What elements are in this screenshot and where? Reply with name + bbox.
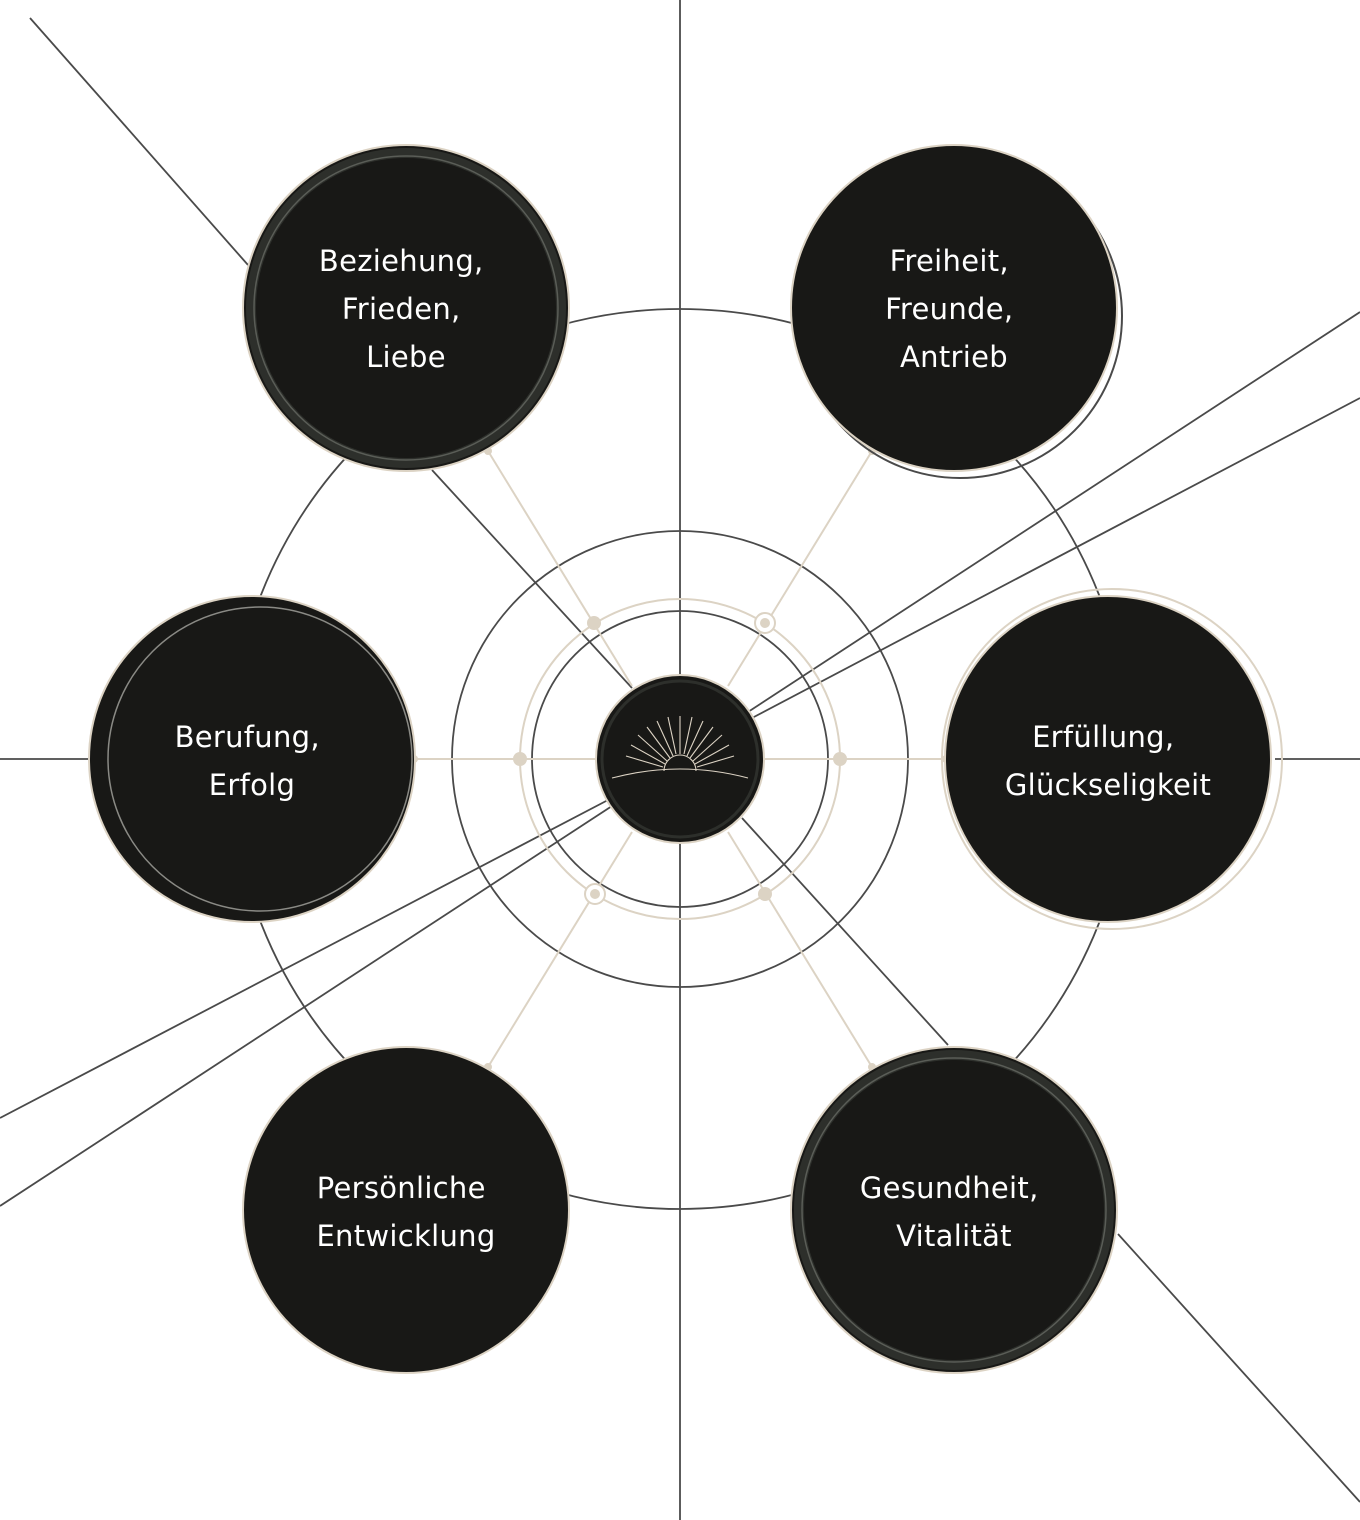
node-label-line: Frieden, (342, 292, 461, 326)
node-label-line: Persönliche (317, 1171, 486, 1205)
center-hub-inner-ring (600, 679, 760, 839)
node-inner-ring (794, 1050, 1114, 1370)
ray-line-right-upper (747, 311, 1360, 713)
node-inner-line (801, 1057, 1107, 1363)
spoke-dot (513, 752, 527, 766)
node-circle (242, 1046, 570, 1374)
center-hub-circle (595, 674, 765, 844)
node-gesundheit[interactable]: Gesundheit, Vitalität (790, 1046, 1118, 1374)
center-hub (595, 674, 765, 844)
node-beziehung[interactable]: Beziehung, Frieden, Liebe (242, 144, 570, 472)
node-circle (242, 144, 570, 472)
spoke-north-west (487, 450, 633, 687)
node-erfuellung[interactable]: Erfüllung, Glückseligkeit (941, 588, 1283, 930)
node-circle (790, 1046, 1118, 1374)
node-inner-line (107, 606, 413, 912)
sunrise-icon (611, 716, 749, 779)
node-offset-ring (941, 588, 1283, 930)
spoke-ring-dot-core (590, 889, 600, 899)
node-label-line: Berufung, (175, 720, 320, 754)
node-label-line: Gesundheit, (860, 1171, 1039, 1205)
ray-line-right-lower (751, 397, 1360, 719)
node-label-line: Antrieb (900, 340, 1008, 374)
node-circle (88, 595, 416, 923)
node-freiheit[interactable]: Freiheit, Freunde, Antrieb (790, 144, 1123, 479)
diagonal-line-center-se (741, 817, 949, 1046)
spoke-dot (587, 616, 601, 630)
ray-line-left-upper (0, 799, 609, 1119)
node-label-line: Erfolg (209, 768, 295, 802)
node-persoenliche-entwicklung[interactable]: Persönliche Entwicklung (242, 1046, 570, 1374)
spoke-south-west (487, 831, 633, 1068)
ray-line-left-lower (0, 805, 613, 1207)
node-label: Berufung, Erfolg (175, 720, 330, 802)
node-inner-ring (246, 148, 566, 468)
diagonal-line-top-left (29, 17, 249, 266)
spoke-ring-dot-core (760, 618, 770, 628)
spoke-north-east (727, 450, 873, 687)
node-label-line: Freunde, (885, 292, 1013, 326)
node-circle (790, 144, 1118, 472)
node-label: Persönliche Entwicklung (316, 1171, 495, 1253)
node-label: Freiheit, Freunde, Antrieb (885, 244, 1023, 374)
node-label: Gesundheit, Vitalität (860, 1171, 1048, 1253)
node-circle (944, 595, 1272, 923)
diagonal-line-bottom-right (1117, 1233, 1360, 1503)
node-label-line: Liebe (366, 340, 446, 374)
node-label-line: Erfüllung, (1032, 720, 1174, 754)
node-label: Beziehung, Frieden, Liebe (319, 244, 493, 374)
spoke-south-east (727, 831, 873, 1068)
node-label-line: Glückseligkeit (1005, 768, 1211, 802)
diagonal-line-center-nw (431, 469, 633, 689)
spoke-dot (758, 887, 772, 901)
node-label-line: Beziehung, (319, 244, 484, 278)
node-berufung[interactable]: Berufung, Erfolg (88, 595, 416, 923)
spoke-dot (833, 752, 847, 766)
node-label-line: Freiheit, (890, 244, 1009, 278)
node-label-line: Entwicklung (316, 1219, 495, 1253)
node-label: Erfüllung, Glückseligkeit (1005, 720, 1211, 802)
node-label-line: Vitalität (896, 1219, 1012, 1253)
node-inner-line (253, 155, 559, 461)
